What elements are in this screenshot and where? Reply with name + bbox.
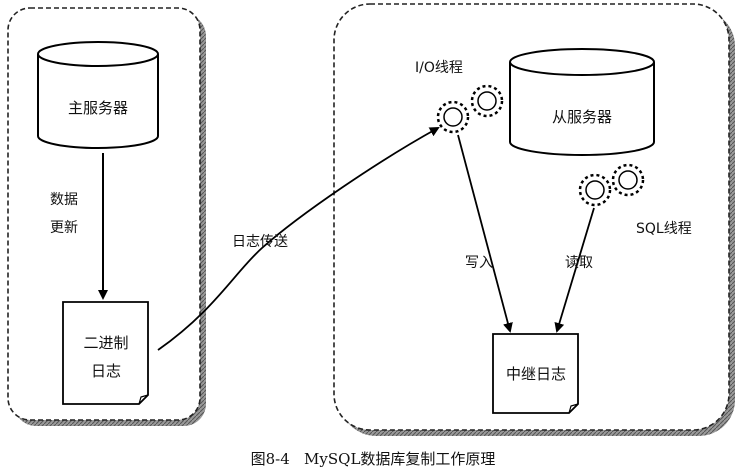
io-thread-label: I/O线程 bbox=[415, 60, 463, 76]
log-transfer-label: 日志传送 bbox=[232, 234, 288, 250]
binlog-label-line1: 二进制 bbox=[83, 334, 128, 352]
io-thread-gear-icon bbox=[436, 84, 504, 134]
sql-thread-gear-icon bbox=[578, 163, 645, 207]
binlog-label-line2: 日志 bbox=[91, 362, 121, 380]
master-server-cylinder: 主服务器 bbox=[37, 41, 159, 149]
log-transfer-arrow bbox=[157, 127, 440, 351]
read-label: 读取 bbox=[565, 254, 593, 271]
sql-thread-label: SQL线程 bbox=[636, 221, 692, 237]
master-server-label: 主服务器 bbox=[68, 99, 128, 117]
data-update-label-line1: 数据 bbox=[50, 192, 78, 208]
slave-server-label: 从服务器 bbox=[552, 108, 612, 126]
data-update-label-line2: 更新 bbox=[50, 220, 78, 236]
read-arrow bbox=[554, 207, 595, 333]
figure-caption: 图8-4 MySQL数据库复制工作原理 bbox=[251, 450, 496, 468]
slave-server-cylinder: 从服务器 bbox=[509, 48, 655, 156]
relay-log-label: 中继日志 bbox=[506, 365, 566, 383]
binlog-document: 二进制 日志 bbox=[62, 301, 149, 405]
write-arrow bbox=[457, 134, 513, 333]
write-label: 写入 bbox=[465, 255, 493, 271]
relay-log-document: 中继日志 bbox=[492, 333, 579, 414]
